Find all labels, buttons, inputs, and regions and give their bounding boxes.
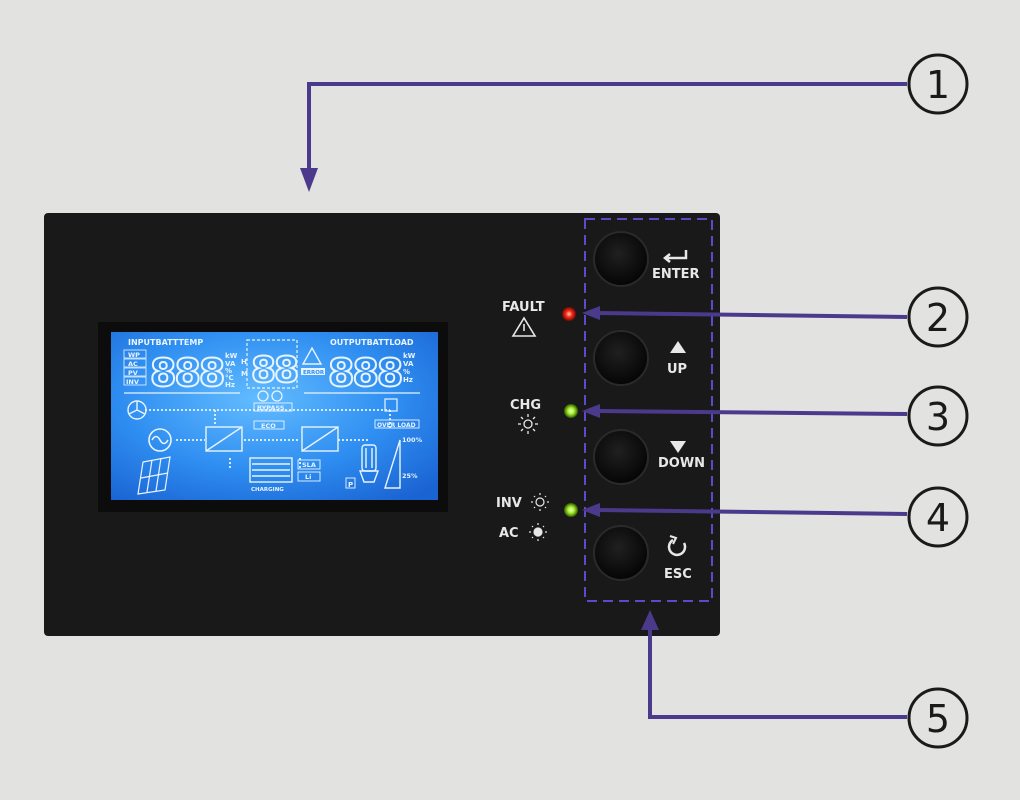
callout-3: 3	[909, 387, 967, 445]
lcd-right-digits: 888	[328, 351, 402, 395]
lcd-load-25: 25%	[402, 472, 418, 480]
lcd-sla-label: SLA	[302, 461, 316, 469]
callout-number: 5	[926, 697, 950, 741]
esc-label: ESC	[664, 567, 692, 582]
lcd-tag-pv: PV	[128, 369, 138, 377]
callout-number: 4	[926, 496, 950, 540]
lcd-eco-label: ECO	[261, 422, 276, 430]
lcd-tag-inv: INV	[126, 378, 139, 386]
lcd-p-label: P	[348, 481, 353, 489]
lcd-h-label: H	[241, 358, 247, 366]
chg-label: CHG	[510, 398, 541, 413]
ac-label: AC	[499, 526, 519, 541]
lcd-m-label: M	[241, 370, 248, 378]
callout-number: 3	[926, 395, 950, 439]
lcd-tag-ac: AC	[128, 360, 138, 368]
lcd-overload-label: OVER LOAD	[377, 422, 416, 429]
inv-led	[564, 503, 578, 517]
up-label: UP	[667, 362, 687, 377]
fault-label: FAULT	[502, 300, 545, 315]
callout-line-5	[650, 628, 907, 717]
inv-label: INV	[496, 496, 522, 511]
lcd-center-digits: 88	[251, 350, 297, 391]
lcd-right-header: OUTPUTBATTLOAD	[330, 338, 414, 347]
lcd-right-unit-kw: kW	[403, 352, 416, 360]
callout-1: 1	[909, 55, 967, 113]
lcd-right-unit-va: VA	[403, 360, 414, 368]
lcd-left-digits: 888	[150, 351, 224, 395]
enter-label: ENTER	[652, 267, 700, 282]
lcd-charging-label: CHARGING	[251, 487, 284, 493]
chg-led	[564, 404, 578, 418]
callout-number: 1	[926, 63, 950, 107]
callout-arrow-1	[300, 168, 318, 192]
lcd-right-unit-hz: Hz	[403, 376, 413, 384]
callout-number: 2	[926, 296, 950, 340]
lcd-left-unit-hz: Hz	[225, 381, 235, 389]
callout-line-1	[309, 84, 907, 170]
callout-5: 5	[909, 689, 967, 747]
lcd-right-unit-pct: %	[403, 368, 410, 376]
lcd-error-label: ERROR	[303, 370, 325, 376]
fault-led	[562, 307, 576, 321]
down-label: DOWN	[658, 456, 705, 471]
callout-2: 2	[909, 288, 967, 346]
lcd-li-label: Li	[305, 473, 311, 481]
lcd-tag-wp: WP	[128, 351, 140, 359]
lcd-left-unit-kw: kW	[225, 352, 238, 360]
callout-4: 4	[909, 488, 967, 546]
lcd-left-header: INPUTBATTTEMP	[128, 338, 203, 347]
lcd-load-100: 100%	[402, 436, 423, 444]
